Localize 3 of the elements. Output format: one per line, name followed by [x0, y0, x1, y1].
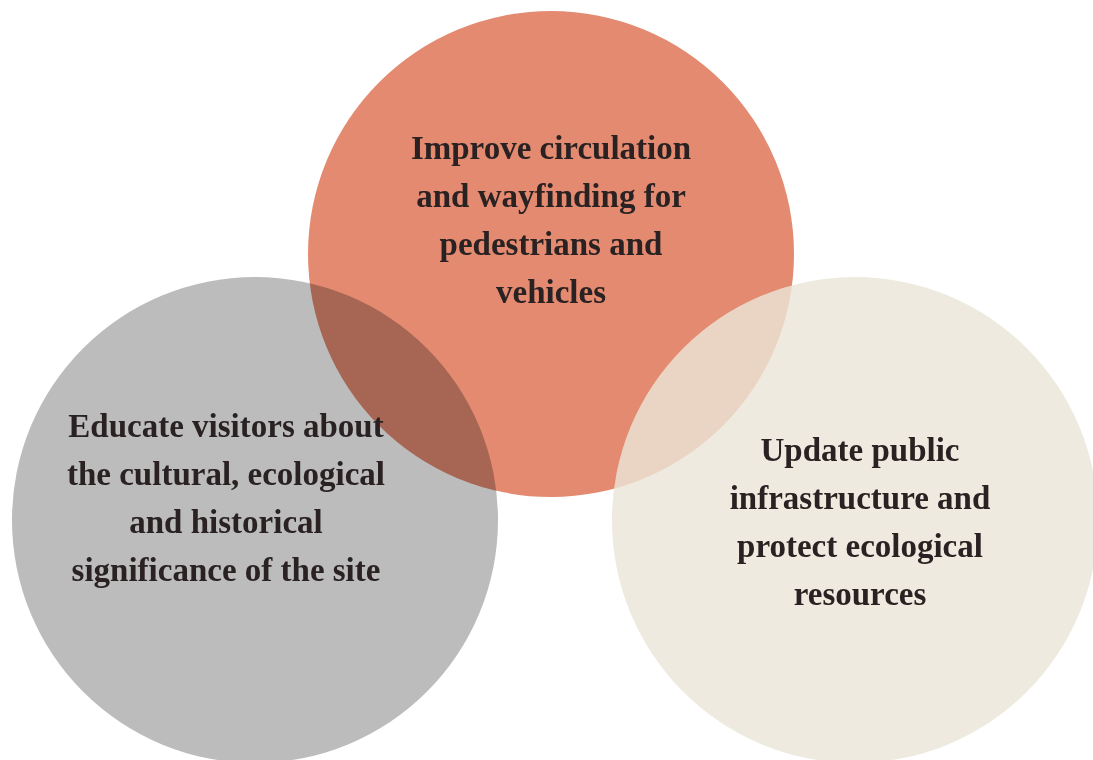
circle-label: Update public infrastructure and protect ecological resources — [728, 431, 992, 614]
circle-label: Educate visitors about the cultural, ecological and historical significance of the site — [66, 407, 386, 590]
circle-label: Improve circulation and wayfinding for pedestrians and vehicles — [409, 129, 693, 312]
